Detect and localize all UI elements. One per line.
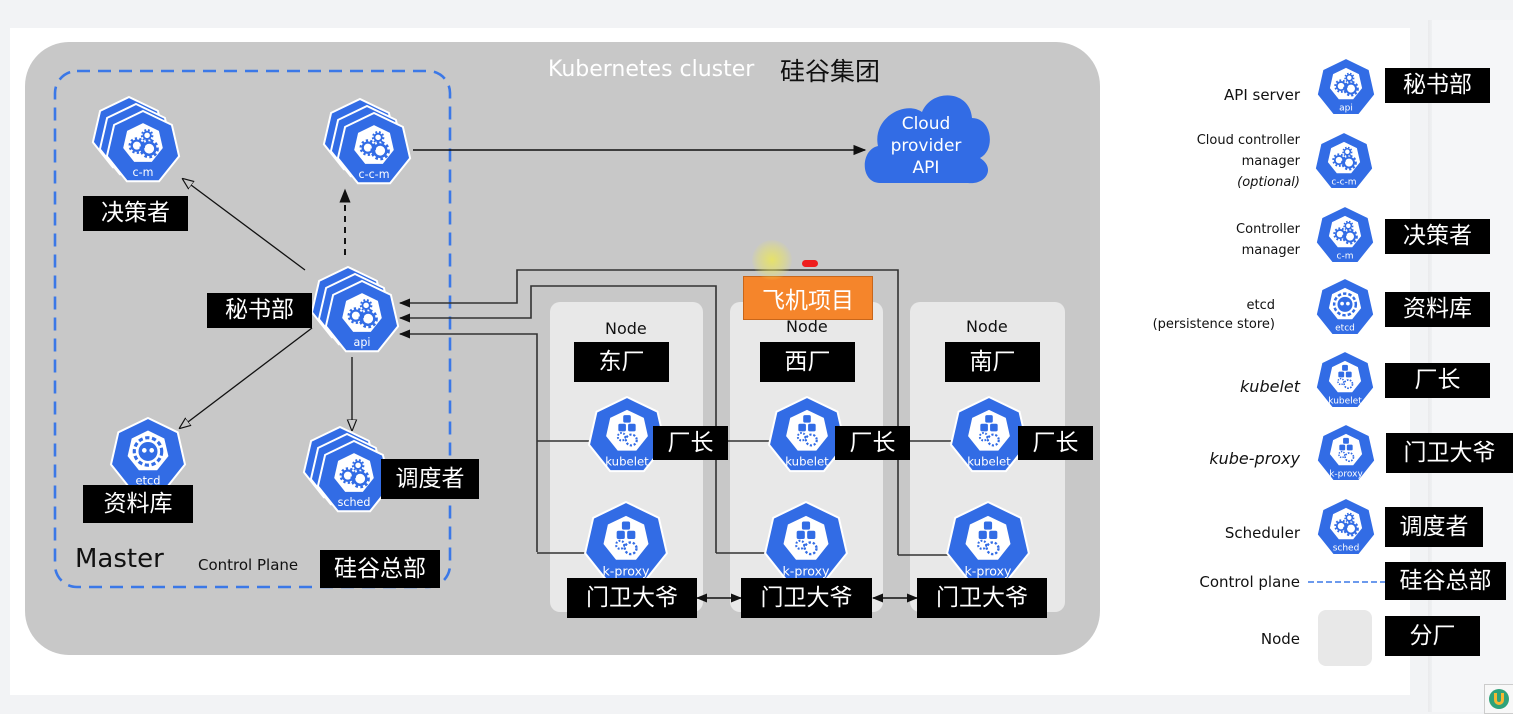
ccm-icon-text: c-c-m — [358, 168, 389, 181]
kproxy-icon-0-text: k-proxy — [603, 564, 651, 579]
legend-api-icon: api — [1315, 56, 1377, 116]
legend-cn-api: 秘书部 — [1385, 68, 1490, 103]
legend-etcd-line-2: (persistence store) — [1152, 317, 1275, 332]
kproxy-icon-0: k-proxy — [584, 500, 668, 583]
etcd-icon: etcd — [109, 416, 187, 492]
legend-label-node: Node — [1260, 630, 1300, 648]
etcd-cn-label: 资料库 — [83, 485, 193, 523]
legend-label-kubelet: kubelet — [1240, 377, 1300, 396]
node-west-title: Node — [786, 317, 828, 336]
kproxy-icon-2: k-proxy — [946, 500, 1030, 583]
kproxy-icon-1-text: k-proxy — [783, 564, 831, 579]
control-plane-box — [53, 69, 452, 589]
sched-cn-label: 调度者 — [381, 459, 479, 499]
node-south-cn: 南厂 — [945, 342, 1040, 382]
legend-sched-icon-text: sched — [1333, 544, 1360, 554]
legend-ccm-icon: c-c-m — [1313, 130, 1375, 190]
legend-cn-kubelet: 厂长 — [1385, 363, 1490, 398]
node-south-title: Node — [966, 317, 1008, 336]
cluster-title: Kubernetes cluster — [548, 57, 755, 82]
api-icon: api — [310, 265, 400, 353]
node-east-cn: 东厂 — [574, 342, 669, 382]
ccm-icon: c-c-m — [322, 97, 412, 185]
cluster-title-cn: 硅谷集团 — [780, 57, 881, 86]
u-logo-icon — [1489, 689, 1509, 709]
legend-etcd-line-1: etcd — [1246, 298, 1276, 313]
legend-label-control-plane: Control plane — [1199, 573, 1300, 591]
sched-icon: sched — [302, 425, 392, 513]
legend-kproxy-icon: k-proxy — [1315, 422, 1377, 482]
annotation-mark — [802, 260, 818, 267]
legend-sched-icon: sched — [1315, 496, 1377, 556]
legend-label-kproxy: kube-proxy — [1209, 449, 1300, 468]
cm-icon: c-m — [91, 95, 181, 183]
cloud-line-1: Cloud — [901, 114, 951, 134]
cm-icon-text: c-m — [133, 166, 154, 179]
node-south-proxy-cn: 门卫大爷 — [917, 578, 1047, 618]
legend-node-swatch — [1318, 610, 1372, 666]
edge-east-api — [398, 329, 538, 552]
node-east-proxy-cn: 门卫大爷 — [567, 578, 697, 618]
legend-kubelet-icon-text: kubelet — [1328, 397, 1362, 407]
control-plane-cn-label: 硅谷总部 — [320, 550, 440, 588]
kubelet-icon-2-text: kubelet — [967, 454, 1011, 468]
legend-ccm-line-1: Cloud controller — [1196, 133, 1300, 148]
legend-cm-line-2: manager — [1241, 243, 1300, 258]
kubelet-icon-0-text: kubelet — [605, 454, 649, 468]
kubelet-icon-1-text: kubelet — [785, 454, 829, 468]
legend-label-cm: Controller manager — [1236, 219, 1300, 261]
cm-cn-label: 决策者 — [83, 196, 188, 231]
legend-cn-kproxy: 门卫大爷 — [1386, 433, 1513, 473]
legend-cn-etcd: 资料库 — [1385, 292, 1490, 327]
legend-ccm-line-3: (optional) — [1237, 175, 1300, 190]
legend-cm-icon: c-m — [1314, 204, 1376, 264]
kubelet-icon-1: kubelet — [767, 395, 847, 473]
control-plane-label: Control Plane — [198, 556, 299, 574]
legend-label-sched: Scheduler — [1224, 524, 1300, 542]
node-west-kubelet-cn: 厂长 — [835, 426, 910, 460]
legend-label-api: API server — [1224, 86, 1300, 104]
node-west-proxy-cn: 门卫大爷 — [741, 578, 872, 618]
legend-api-icon-text: api — [1339, 104, 1353, 114]
etcd-icon-text: etcd — [136, 474, 161, 488]
edge-api-etcd — [180, 327, 313, 428]
edge-api-cm — [183, 179, 306, 271]
edge-west-api — [398, 285, 717, 553]
legend-etcd-icon: etcd — [1314, 276, 1376, 336]
kproxy-icon-2-text: k-proxy — [965, 564, 1013, 579]
api-cn-label: 秘书部 — [207, 293, 312, 328]
node-south-kubelet-cn: 厂长 — [1018, 426, 1093, 460]
legend-label-etcd: etcd (persistence store) — [1153, 296, 1275, 334]
master-label: Master — [75, 544, 164, 574]
node-east-kubelet-cn: 厂长 — [653, 426, 728, 460]
kubelet-icon-2: kubelet — [949, 395, 1029, 473]
cloud-provider-shape — [864, 95, 990, 184]
cursor-highlight — [752, 240, 792, 280]
cloud-line-2: provider — [890, 136, 962, 156]
legend-cm-icon-text: c-m — [1337, 252, 1354, 262]
legend-label-ccm: Cloud controller manager (optional) — [1197, 130, 1300, 193]
project-badge: 飞机项目 — [743, 276, 873, 320]
kubelet-icon-0: kubelet — [587, 395, 667, 473]
cloud-line-3: API — [912, 158, 940, 178]
legend-ccm-line-2: manager — [1241, 154, 1300, 169]
legend-cn-cm: 决策者 — [1385, 219, 1490, 254]
cloud-provider-label: Cloud provider API — [880, 113, 972, 179]
app-tray-icon[interactable] — [1484, 684, 1513, 714]
legend-kubelet-icon: kubelet — [1314, 349, 1376, 409]
legend-kproxy-icon-text: k-proxy — [1329, 470, 1363, 480]
node-east-title: Node — [605, 319, 647, 338]
legend-cn-node: 分厂 — [1385, 616, 1480, 656]
legend-etcd-icon-text: etcd — [1335, 324, 1355, 334]
edge-south-api — [398, 269, 899, 555]
node-west-cn: 西厂 — [760, 342, 855, 382]
api-icon-text: api — [354, 336, 371, 349]
legend-cm-line-1: Controller — [1236, 222, 1300, 237]
legend-ccm-icon-text: c-c-m — [1331, 178, 1356, 188]
kproxy-icon-1: k-proxy — [764, 500, 848, 583]
sched-icon-text: sched — [338, 496, 371, 509]
legend-cn-sched: 调度者 — [1385, 507, 1483, 547]
legend-cn-control-plane: 硅谷总部 — [1385, 562, 1506, 600]
